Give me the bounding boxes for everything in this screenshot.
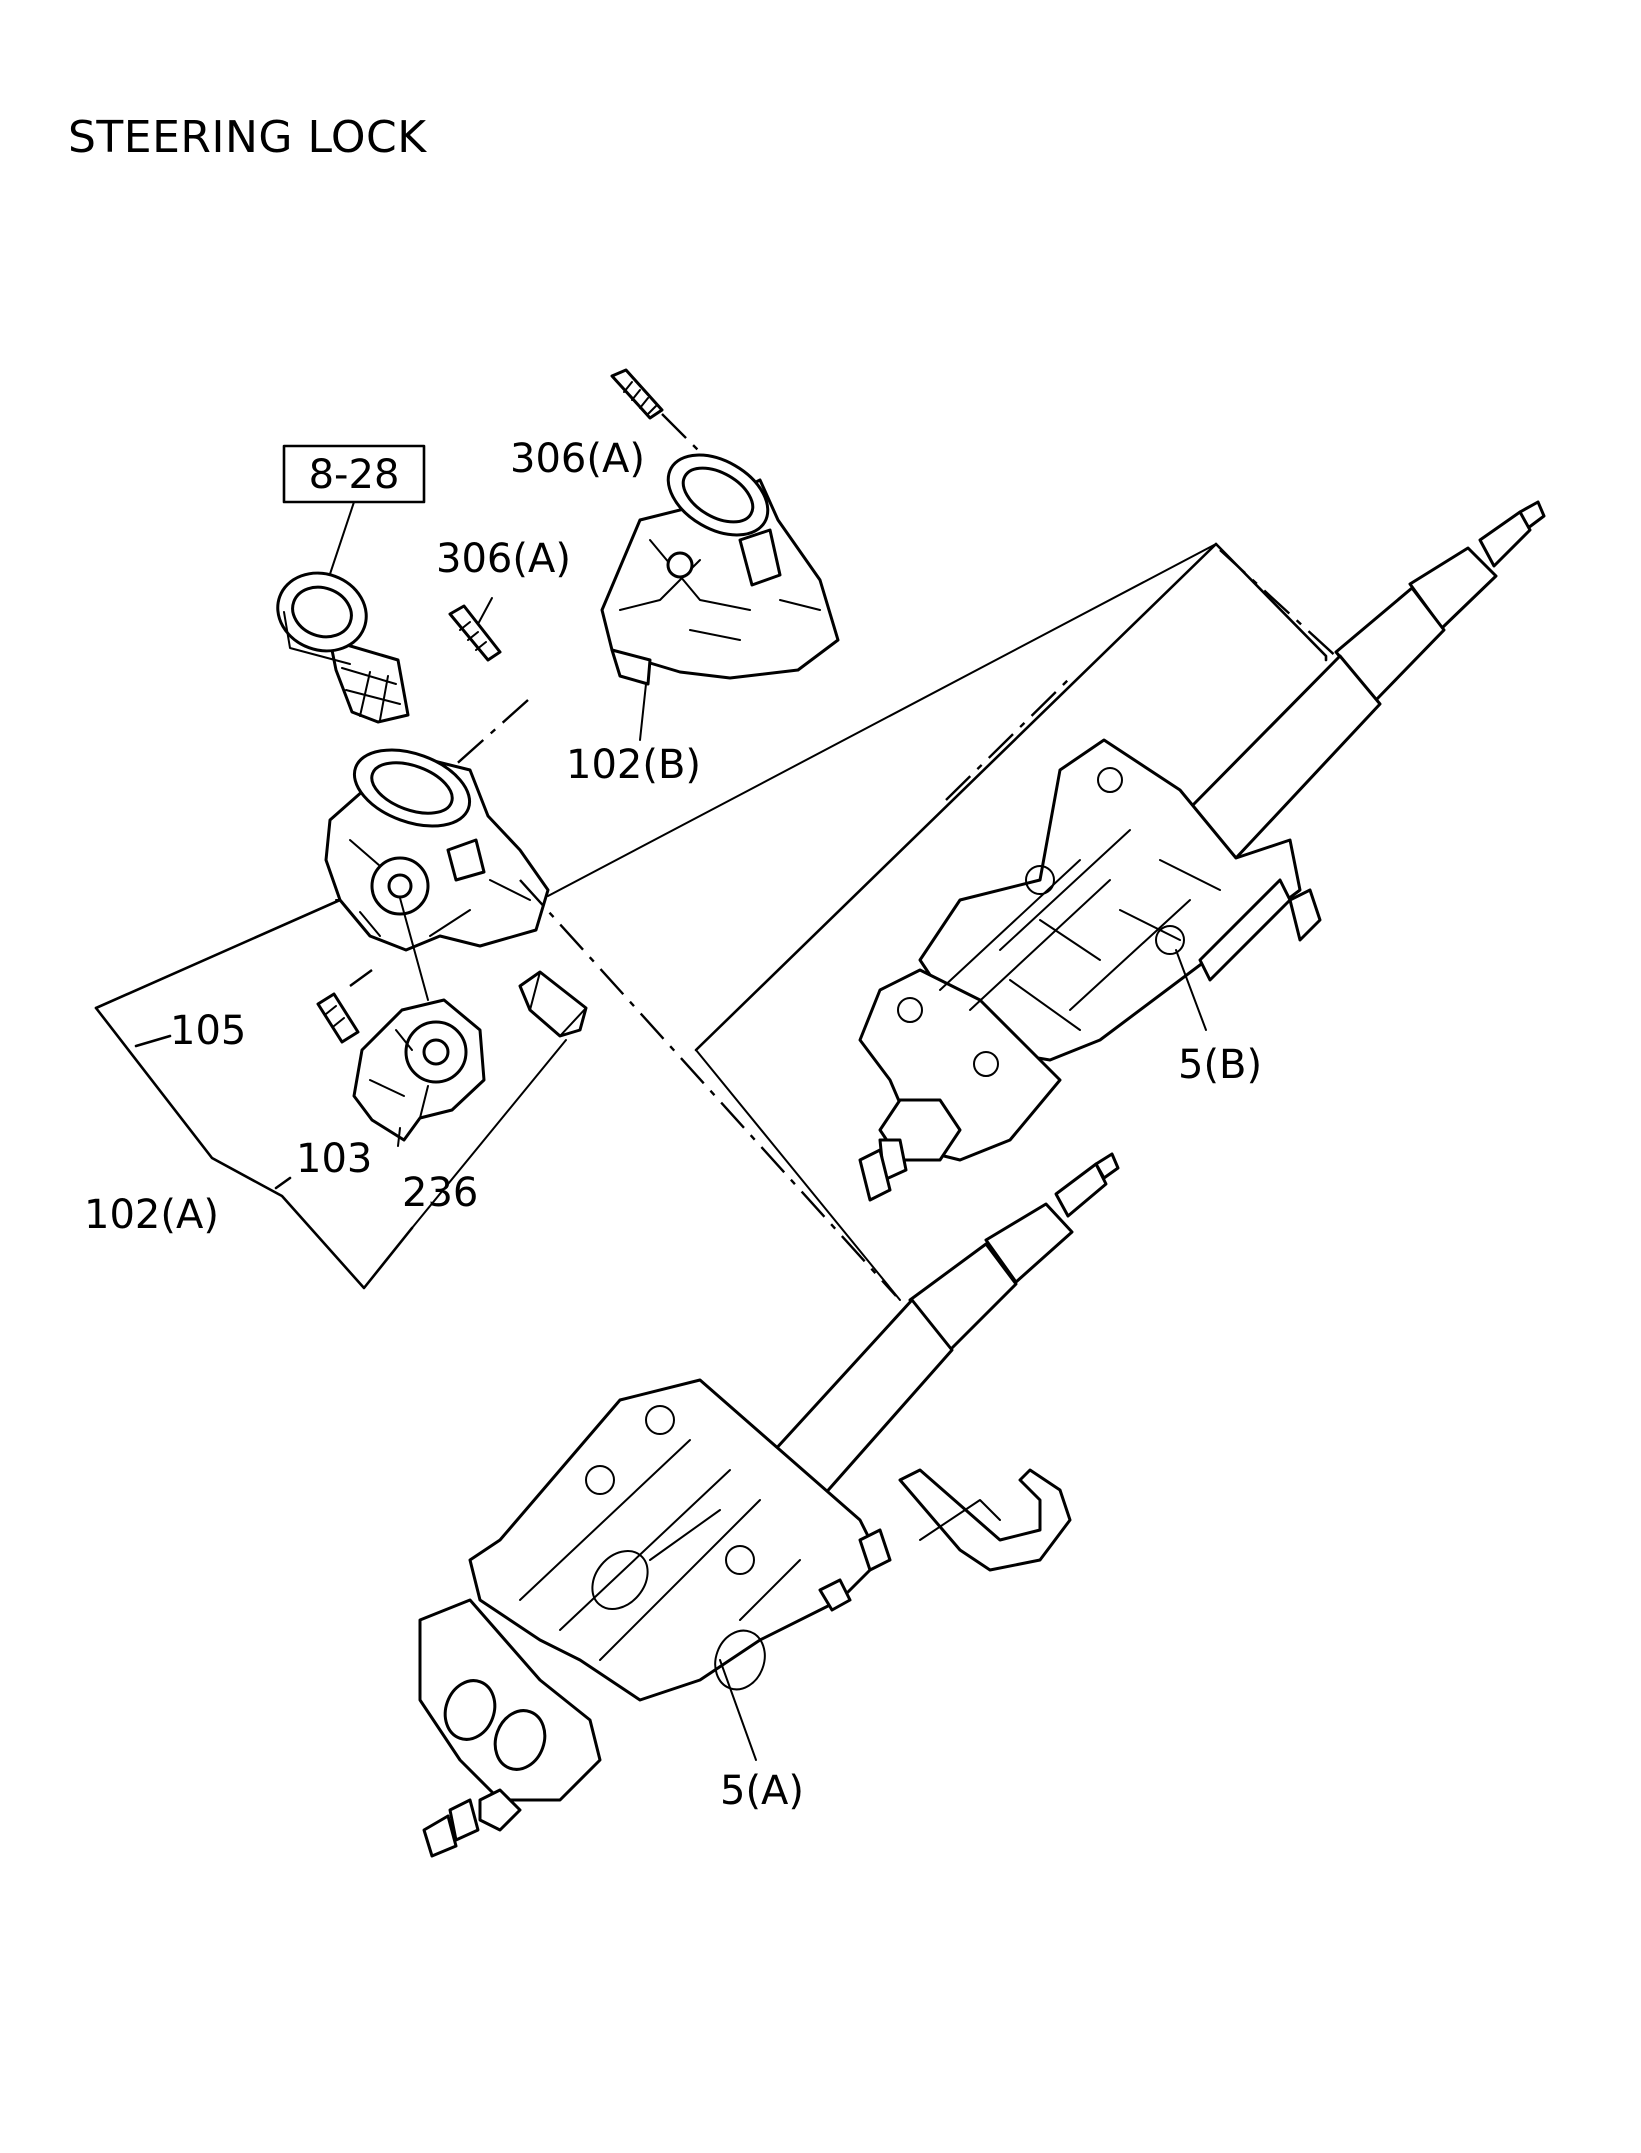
lock-housing-102a [324, 748, 550, 952]
lock-housing-102b [600, 453, 840, 686]
screw-105 [316, 992, 360, 1044]
callout-5a: 5(A) [720, 1768, 804, 1814]
callout-306a-top: 306(A) [510, 436, 645, 482]
clip-236 [518, 970, 588, 1038]
group-lines-102a [94, 898, 567, 1290]
callout-102a: 102(A) [84, 1192, 219, 1238]
page-title: STEERING LOCK [68, 112, 427, 163]
reference-label: 8-28 [309, 452, 400, 498]
callout-105: 105 [170, 1008, 246, 1054]
bolt-306a-mid [448, 604, 502, 662]
key-cylinder-part [276, 571, 410, 724]
callout-306a-mid: 306(A) [436, 536, 571, 582]
bolt-306a-top [610, 368, 664, 420]
ignition-switch-103 [352, 998, 486, 1142]
callout-236: 236 [402, 1170, 478, 1216]
group-lines-assembly [519, 542, 1341, 1301]
steering-column-5a [418, 1152, 1120, 1858]
steering-column-5b [858, 500, 1546, 1202]
callout-102b: 102(B) [566, 742, 701, 788]
callout-5b: 5(B) [1178, 1042, 1262, 1088]
callout-103: 103 [296, 1136, 372, 1182]
reference-box[interactable]: 8-28 [282, 444, 426, 504]
